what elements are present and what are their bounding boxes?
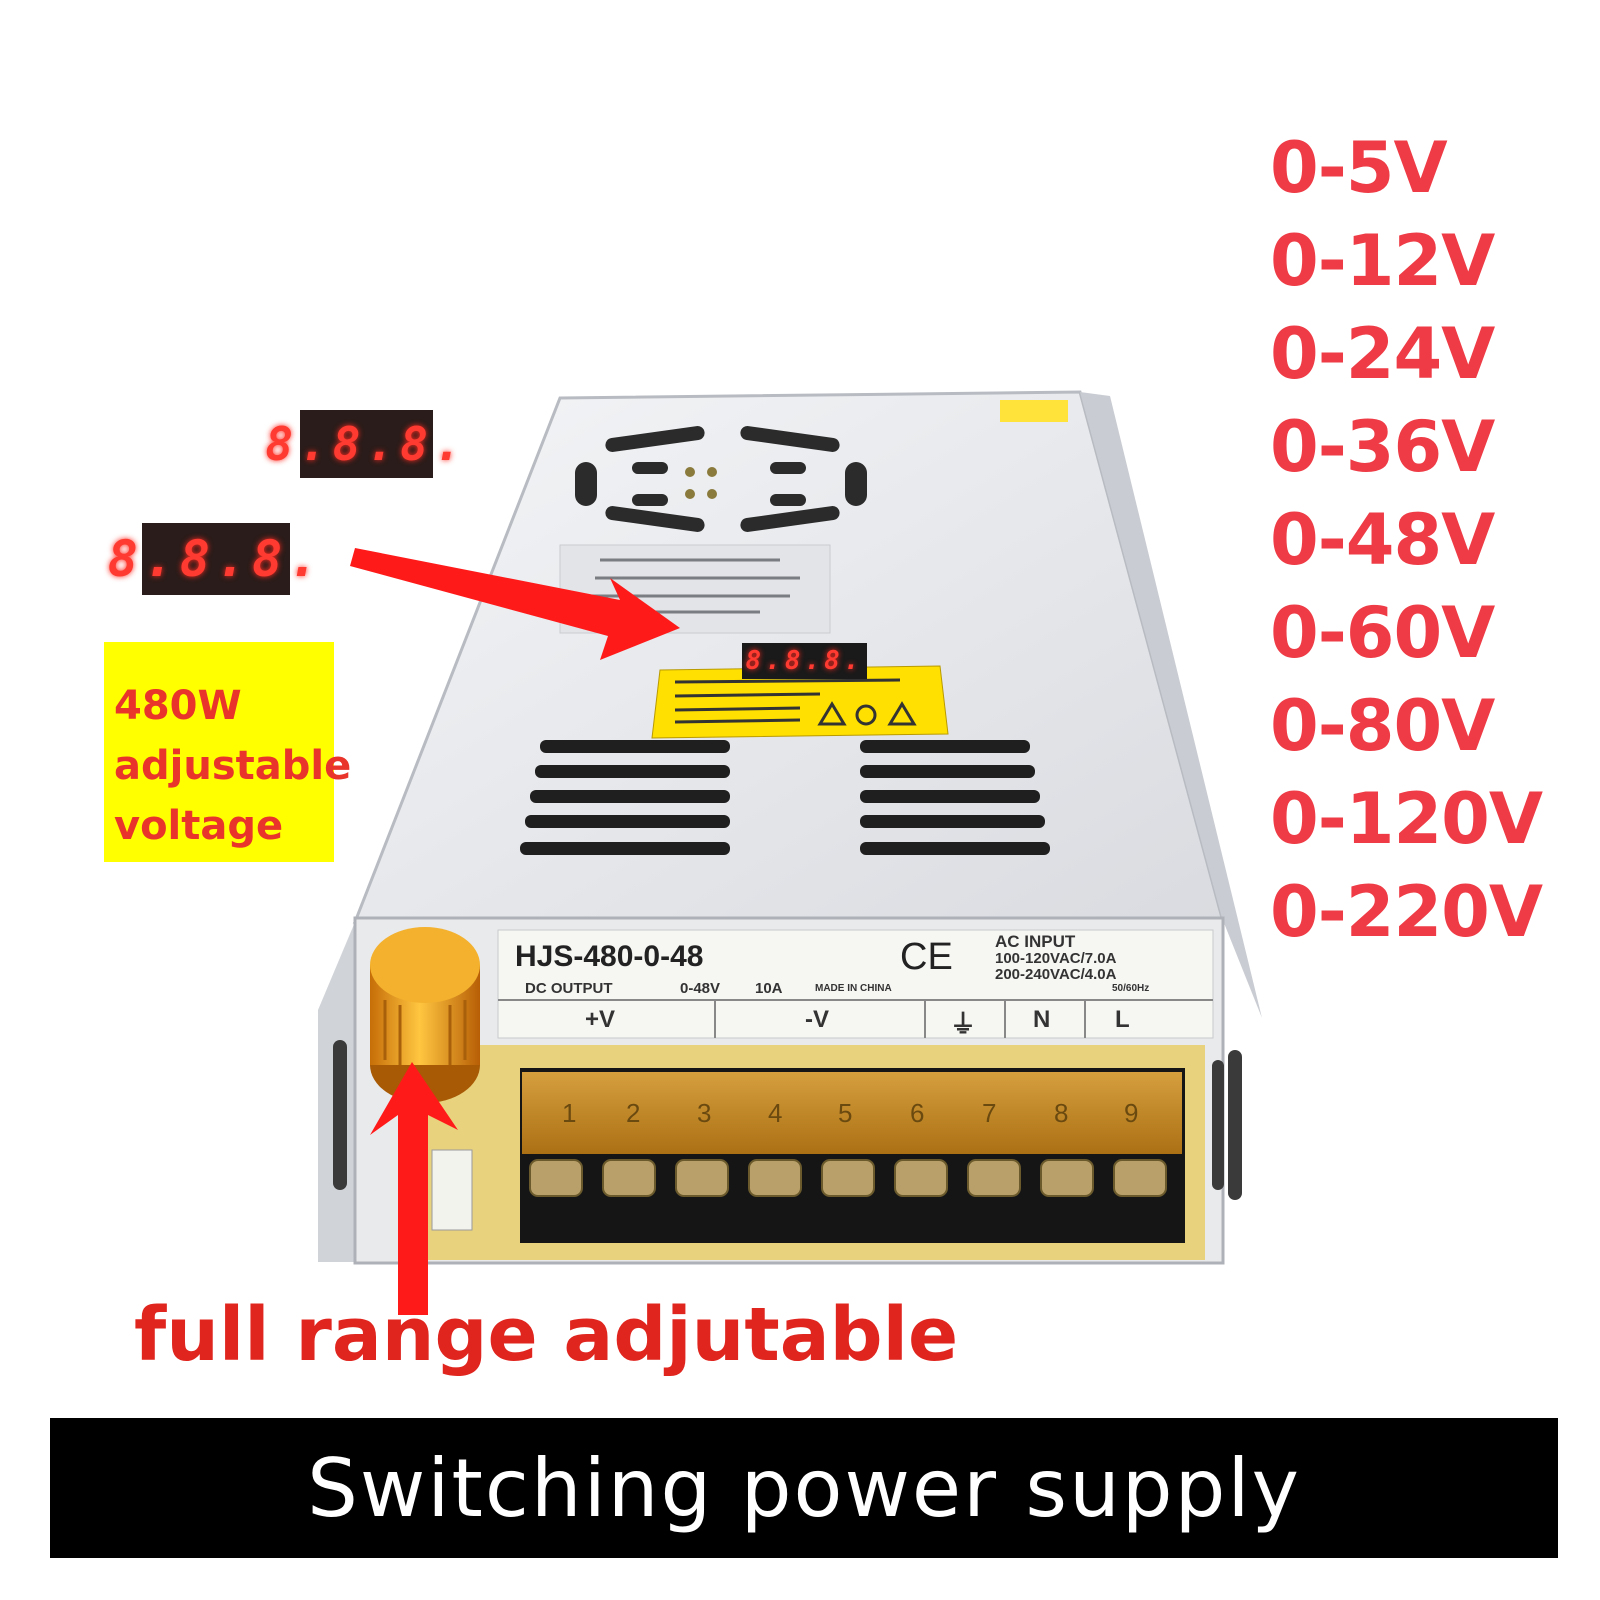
red-arrow-knob (370, 1062, 458, 1315)
label-strip (497, 929, 1214, 1039)
ac-input-line2: 200-240VAC/4.0A (995, 966, 1117, 983)
wattage-note-line3: voltage (114, 803, 284, 849)
terminal-number: 7 (982, 1098, 997, 1128)
terminal-label-minus-v: -V (805, 1006, 829, 1033)
terminal-screws (529, 1159, 1167, 1197)
wattage-note-line2: adjustable (114, 743, 352, 789)
terminal-number: 2 (626, 1098, 641, 1128)
made-in: MADE IN CHINA (815, 983, 892, 994)
unit-display (742, 643, 867, 679)
voltage-option: 0-48V (1270, 499, 1495, 581)
terminal-number: 5 (838, 1098, 853, 1128)
output-current: 10A (755, 980, 783, 997)
case-right-side (1080, 392, 1262, 1018)
voltage-option: 0-80V (1270, 685, 1495, 767)
small-sticker (1000, 400, 1068, 422)
terminal-label-l: L (1115, 1006, 1130, 1033)
voltage-option: 0-12V (1270, 220, 1495, 302)
voltage-options-list: 0-5V 0-12V 0-24V 0-36V 0-48V 0-60V 0-80V… (1270, 122, 1570, 959)
wattage-note: 480W adjustable voltage (104, 642, 352, 862)
full-range-caption: full range adjutable (134, 1292, 959, 1378)
wattage-note-line1: 480W (114, 683, 242, 729)
ac-input-title: AC INPUT (995, 932, 1076, 951)
terminal-label-n: N (1033, 1006, 1051, 1033)
adjustment-knob-shape (370, 927, 480, 1103)
red-arrow-display (350, 548, 680, 660)
model-number: HJS-480-0-48 (515, 940, 704, 973)
jst-connector (431, 1149, 473, 1231)
caption-title: Switching power supply (307, 1441, 1301, 1535)
output-range: 0-48V (680, 980, 721, 997)
voltage-option: 0-36V (1270, 406, 1495, 488)
vent-slots (520, 740, 1050, 855)
frequency: 50/60Hz (1112, 983, 1150, 994)
voltage-option: 0-220V (1270, 871, 1543, 953)
terminal-number: 3 (697, 1098, 712, 1128)
ground-icon: ⏚ (950, 1009, 977, 1039)
digit-display-badge-left: 8.8.8. (108, 523, 318, 595)
voltage-option: 0-24V (1270, 313, 1495, 395)
terminal-number: 8 (1054, 1098, 1069, 1128)
terminal-number: 9 (1124, 1098, 1139, 1128)
terminal-number: 4 (768, 1098, 783, 1128)
terminal-number: 6 (910, 1098, 925, 1128)
voltage-option: 0-5V (1270, 127, 1448, 209)
terminal-number: 1 (562, 1098, 577, 1128)
digit-display-badge-top: 8.8.8. (265, 410, 462, 478)
digit-display-unit: 8.8.8. (745, 646, 864, 676)
fan-grille (575, 426, 867, 532)
terminal-cover (522, 1072, 1182, 1154)
caption-bar: Switching power supply (50, 1418, 1558, 1558)
dc-output-label: DC OUTPUT (525, 980, 613, 997)
ac-input-line1: 100-120VAC/7.0A (995, 950, 1117, 967)
terminal-label-plus-v: +V (585, 1006, 616, 1033)
voltage-option: 0-120V (1270, 778, 1543, 860)
ce-mark: CE (900, 936, 953, 978)
voltage-option: 0-60V (1270, 592, 1495, 674)
